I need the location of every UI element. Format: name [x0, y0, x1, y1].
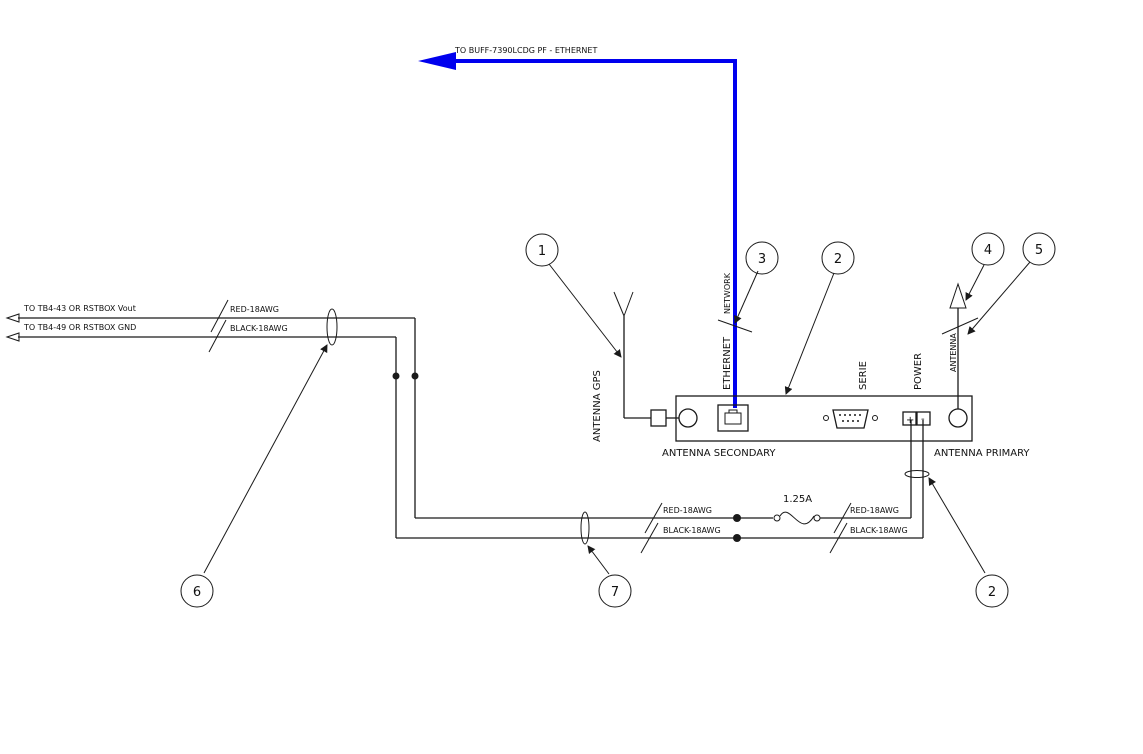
callout-2-cable: 2 — [988, 585, 996, 600]
network-label: NETWORK — [723, 272, 732, 314]
callouts: 1 3 2 4 5 6 7 2 — [180, 232, 1056, 608]
primary-antenna-icon — [949, 282, 967, 309]
vout-label: TO TB4-43 OR RSTBOX Vout — [23, 304, 136, 313]
callout-circle — [971, 232, 1005, 266]
callout-1: 1 — [538, 244, 546, 259]
callout-circle — [598, 574, 632, 608]
gnd-label: TO TB4-49 OR RSTBOX GND — [23, 323, 136, 332]
antenna-primary-label: ANTENNA PRIMARY — [934, 448, 1030, 459]
antenna-gps-label: ANTENNA GPS — [592, 370, 603, 442]
antenna-label: ANTENNA — [949, 333, 958, 372]
gps-antenna-icon — [613, 291, 625, 317]
bottom-red-left-label: RED-18AWG — [663, 506, 712, 515]
minus-terminal: - — [921, 414, 925, 425]
serie-label: SERIE — [858, 361, 869, 390]
callout-3: 3 — [758, 252, 766, 267]
bottom-black-right-label: BLACK-18AWG — [850, 526, 908, 535]
bottom-red-right-label: RED-18AWG — [850, 506, 899, 515]
serial-port-icon — [832, 409, 869, 429]
callout-circle — [821, 241, 855, 275]
callout-circle — [745, 241, 779, 275]
plus-terminal: + — [906, 415, 914, 426]
ethernet-label: ETHERNET — [722, 336, 733, 390]
callout-4: 4 — [984, 243, 992, 258]
gps-receiver: + - ANTENNA GPS ETHERNET NETWORK SERIE P… — [592, 272, 1030, 459]
callout-2-device: 2 — [834, 252, 842, 267]
callout-6: 6 — [193, 585, 201, 600]
secondary-antenna-port — [678, 408, 698, 428]
bottom-black-left-label: BLACK-18AWG — [663, 526, 721, 535]
ethernet-port-icon — [717, 404, 749, 432]
black-wire-label: BLACK-18AWG — [230, 324, 288, 333]
primary-antenna-port — [948, 408, 968, 428]
power-label: POWER — [913, 353, 924, 390]
fuse-label: 1.25A — [783, 494, 812, 505]
callout-circle — [180, 574, 214, 608]
bottom-power-wires: RED-18AWG BLACK-18AWG 1.25A RED-18AWG BL… — [396, 420, 930, 554]
callout-circle — [975, 574, 1009, 608]
callout-5: 5 — [1035, 243, 1043, 258]
ethernet-target-label: TO BUFF-7390LCDG PF - ETHERNET — [454, 46, 597, 55]
callout-circle — [525, 233, 559, 267]
callout-7: 7 — [611, 585, 619, 600]
antenna-secondary-label: ANTENNA SECONDARY — [662, 448, 776, 459]
red-wire-label: RED-18AWG — [230, 305, 279, 314]
callout-circle — [1022, 232, 1056, 266]
ethernet-link: TO BUFF-7390LCDG PF - ETHERNET — [418, 46, 737, 408]
left-power-wires: TO TB4-43 OR RSTBOX Vout TO TB4-49 OR RS… — [5, 299, 419, 538]
